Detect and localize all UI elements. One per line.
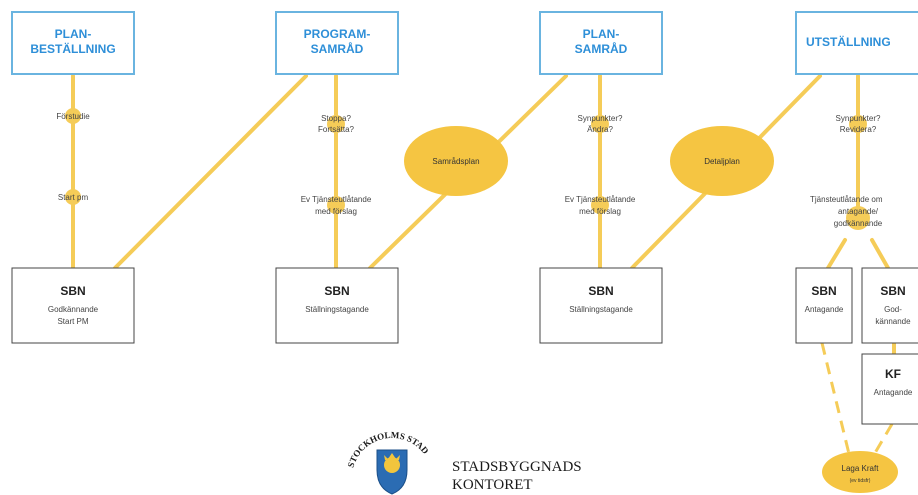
ellipse-sublabel: (ev tidsfr) (850, 478, 871, 484)
label-forslag-col2: med förslag (315, 207, 357, 216)
stage-box (539, 11, 663, 75)
decision-sbn-godkannande: SBN Godkännande Start PM (11, 267, 135, 344)
decision-title: SBN (880, 284, 905, 298)
decision-line2: Start PM (57, 317, 88, 326)
decision-box (275, 267, 399, 344)
dot-tjanste-col3 (591, 196, 609, 214)
label-tjanste-col2: Ev Tjänsteutlåtande (301, 195, 372, 204)
connector-col4-left (826, 238, 847, 270)
decision-line2: kännande (875, 317, 911, 326)
ellipse-label: Laga Kraft (842, 464, 880, 473)
decision-sbn-stallningstagande-1: SBN Ställningstagande (275, 267, 399, 344)
stage-title-line1: PLAN- (583, 27, 620, 41)
dashed-antagande-to-lagakraft (820, 342, 852, 459)
decision-line1: Antagande (874, 388, 913, 397)
decision-title: SBN (811, 284, 836, 298)
dot-tjanste-col2 (327, 196, 345, 214)
stage-box (795, 11, 918, 75)
ellipse-shape (404, 126, 508, 196)
dot-forstudie (65, 108, 81, 124)
label-synpunkter-col4: Synpunkter? (836, 114, 881, 123)
decision-line1: Ställningstagande (569, 305, 633, 314)
ellipse-shape (670, 126, 774, 196)
decision-box (861, 267, 918, 344)
label-fortsatta: Fortsätta? (318, 125, 355, 134)
stage-title-line2: SAMRÅD (311, 41, 364, 56)
stage-title-line1: UTSTÄLLNING (806, 34, 891, 49)
label-synpunkter-col3: Synpunkter? (578, 114, 623, 123)
logo-line2: KONTORET (452, 477, 533, 493)
label-antagande-col4: antagande/ (838, 207, 879, 216)
connector-sbn1-to-program (113, 74, 308, 270)
label-godkannande-col4: godkännande (834, 219, 883, 228)
label-stoppa: Stoppa? (321, 114, 351, 123)
decision-kf-antagande: KF Antagande (861, 353, 918, 425)
dashed-kf-to-lagakraft (870, 423, 894, 459)
stage-program-samrad: PROGRAM- SAMRÅD (275, 11, 399, 75)
dot-synpunkter-col3 (591, 115, 609, 133)
stockholm-logo: STOCKHOLMS STAD STADSBYGGNADS KONTORET (346, 430, 582, 495)
connector-col4-right (870, 238, 890, 270)
decision-line1: Antagande (805, 305, 844, 314)
decision-sbn-antagande: SBN Antagande (795, 267, 853, 344)
decision-sbn-godk: SBN God- kännande (861, 267, 918, 344)
decision-sbn-stallningstagande-2: SBN Ställningstagande (539, 267, 663, 344)
dot-stoppa (327, 115, 345, 133)
label-start-pm: Start pm (58, 193, 89, 202)
decision-title: SBN (60, 284, 85, 298)
stage-title-line2: SAMRÅD (575, 41, 628, 56)
label-tjanste-col4: Tjänsteutlåtande om (810, 195, 883, 204)
label-revidera: Revidera? (840, 125, 877, 134)
stage-title-line1: PROGRAM- (304, 27, 371, 41)
stage-title-line2: BESTÄLLNING (30, 41, 115, 56)
label-tjanste-col3: Ev Tjänsteutlåtande (565, 195, 636, 204)
label-forstudie: Förstudie (56, 112, 90, 121)
dot-synpunkter-col4 (849, 115, 867, 133)
crest-head-icon (384, 457, 400, 473)
decision-title: SBN (324, 284, 349, 298)
stage-plan-bestallning: PLAN- BESTÄLLNING (11, 11, 135, 75)
decision-title: KF (885, 367, 901, 381)
ellipse-label: Detaljplan (704, 157, 740, 166)
ellipse-label: Samrådsplan (432, 157, 479, 166)
decision-box (861, 353, 918, 425)
logo-line1: STADSBYGGNADS (452, 459, 582, 475)
ellipse-samradsplan: Samrådsplan (404, 126, 508, 196)
decision-line1: Godkännande (48, 305, 99, 314)
stage-title-line1: PLAN- (55, 27, 92, 41)
ellipse-shape (822, 451, 898, 493)
crest-crown-icon (384, 453, 400, 460)
stage-box (275, 11, 399, 75)
decision-line1: Ställningstagande (305, 305, 369, 314)
label-forslag-col3: med förslag (579, 207, 621, 216)
stage-plan-samrad: PLAN- SAMRÅD (539, 11, 663, 75)
label-andra: Ändra? (587, 125, 613, 134)
decision-title: SBN (588, 284, 613, 298)
decision-box (11, 267, 135, 344)
step-labels: Förstudie Start pm Stoppa? Fortsätta? Ev… (56, 112, 883, 228)
decision-box (539, 267, 663, 344)
decision-line1: God- (884, 305, 902, 314)
ellipse-laga-kraft: Laga Kraft (ev tidsfr) (822, 451, 898, 493)
step-markers (65, 108, 870, 230)
stage-utstallning: UTSTÄLLNING (795, 11, 918, 75)
ellipse-detaljplan: Detaljplan (670, 126, 774, 196)
decision-box (795, 267, 853, 344)
dot-tjanste-col4 (846, 206, 870, 230)
dot-start-pm (65, 189, 81, 205)
stage-box (11, 11, 135, 75)
